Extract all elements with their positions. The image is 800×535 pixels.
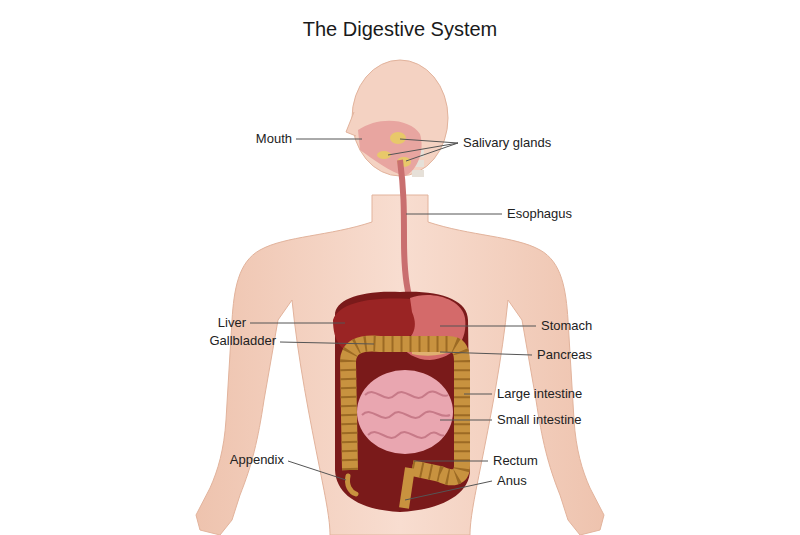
rectum — [404, 468, 410, 508]
organ-label: Salivary glands — [463, 135, 551, 151]
organ-label: Esophagus — [507, 206, 572, 222]
organ-label: Anus — [497, 473, 527, 489]
leader-line — [250, 323, 345, 324]
vertebra — [412, 170, 424, 177]
leader-line — [406, 214, 502, 215]
leader-line — [440, 352, 532, 355]
leader-line — [464, 394, 492, 395]
organ-label: Mouth — [256, 131, 292, 147]
head — [352, 60, 448, 176]
nose — [346, 112, 356, 136]
leader-line — [440, 326, 536, 327]
organ-label: Stomach — [541, 318, 592, 334]
leader-line — [440, 420, 492, 421]
organ-label: Small intestine — [497, 412, 582, 428]
leader-line — [280, 342, 374, 344]
leader-line — [296, 139, 362, 140]
small-intestine — [357, 370, 453, 454]
leader-lines — [250, 139, 536, 500]
esophagus — [400, 160, 412, 305]
organ-label: Rectum — [493, 453, 538, 469]
leader-line — [405, 481, 492, 500]
leader-line — [288, 461, 346, 480]
leader-line — [400, 139, 458, 143]
leader-line — [406, 143, 458, 161]
large-intestine — [348, 344, 462, 478]
organ-label: Liver — [218, 315, 246, 331]
diagram-title: The Digestive System — [0, 17, 800, 41]
oral-cavity — [358, 121, 422, 176]
leader-line — [388, 143, 458, 155]
body-outline — [196, 195, 604, 535]
organ-label: Gallbladder — [210, 333, 277, 349]
organ-label: Large intestine — [497, 386, 582, 402]
leader-line — [414, 461, 488, 462]
appendix — [347, 476, 356, 494]
small-intestine-folds — [362, 391, 450, 437]
large-intestine-bands — [348, 344, 462, 478]
organ-label: Pancreas — [537, 347, 592, 363]
organ-label: Appendix — [230, 452, 284, 468]
salivary-gland — [390, 132, 406, 144]
